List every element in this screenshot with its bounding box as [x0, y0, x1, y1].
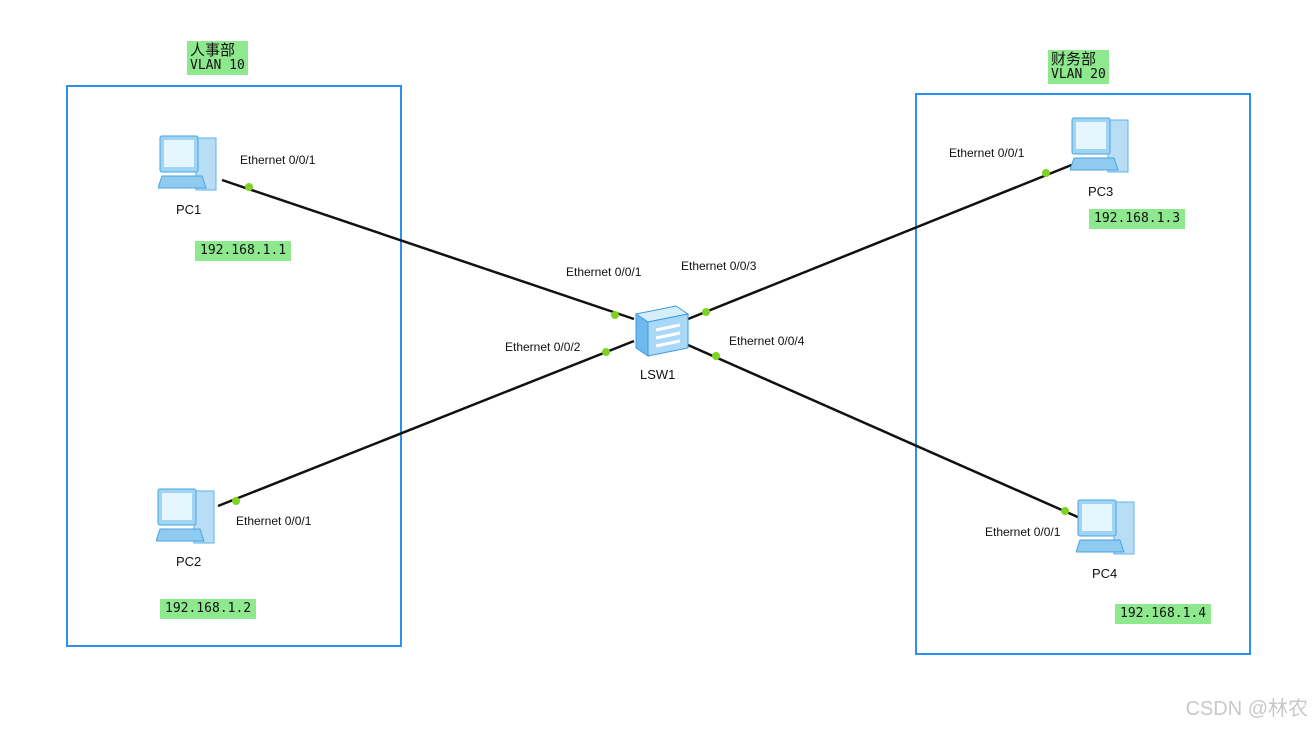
watermark: CSDN @林农: [1185, 698, 1308, 720]
pc1-name: PC1: [176, 202, 202, 217]
switch-port-2-label: Ethernet 0/0/2: [505, 340, 581, 354]
zone-hr-label: 人事部 VLAN 10: [187, 41, 248, 75]
port-dot: [1061, 507, 1069, 515]
link-lsw1-pc3: [687, 162, 1075, 321]
pc1-port-label: Ethernet 0/0/1: [240, 153, 316, 167]
pc4-icon[interactable]: [1076, 496, 1140, 560]
switch-port-1-label: Ethernet 0/0/1: [566, 265, 642, 279]
pc2-port-label: Ethernet 0/0/1: [236, 514, 312, 528]
zone-finance-vlan: VLAN 20: [1051, 67, 1106, 82]
switch-name: LSW1: [640, 367, 676, 382]
switch-icon[interactable]: [630, 300, 692, 362]
pc2-name: PC2: [176, 554, 202, 569]
port-dot: [611, 311, 619, 319]
zone-finance-name: 财务部: [1051, 50, 1097, 68]
pc2-ip: 192.168.1.2: [160, 599, 257, 619]
port-dot: [245, 183, 253, 191]
pc4-port-label: Ethernet 0/0/1: [985, 525, 1061, 539]
zone-finance: [915, 93, 1251, 655]
pc1-ip: 192.168.1.1: [195, 241, 292, 261]
switch-port-4-label: Ethernet 0/0/4: [729, 334, 805, 348]
port-dot: [232, 497, 240, 505]
pc1-icon[interactable]: [158, 132, 222, 196]
link-lsw1-pc4: [687, 343, 1081, 520]
zone-finance-label: 财务部 VLAN 20: [1048, 50, 1109, 84]
port-dot: [1042, 169, 1050, 177]
switch-port-3-label: Ethernet 0/0/3: [681, 259, 757, 273]
link-pc1-lsw1: [221, 178, 635, 321]
pc3-port-label: Ethernet 0/0/1: [949, 146, 1025, 160]
pc4-ip: 192.168.1.4: [1115, 604, 1212, 624]
zone-hr: [66, 85, 402, 647]
zone-hr-name: 人事部: [190, 41, 236, 59]
pc4-name: PC4: [1092, 566, 1118, 581]
pc3-icon[interactable]: [1070, 114, 1134, 178]
pc3-ip: 192.168.1.3: [1089, 209, 1186, 229]
link-pc2-lsw1: [217, 339, 635, 508]
zone-hr-vlan: VLAN 10: [190, 58, 245, 73]
port-dot: [712, 352, 720, 360]
port-dot: [602, 348, 610, 356]
pc3-name: PC3: [1088, 184, 1114, 199]
port-dot: [702, 308, 710, 316]
pc2-icon[interactable]: [156, 485, 220, 549]
